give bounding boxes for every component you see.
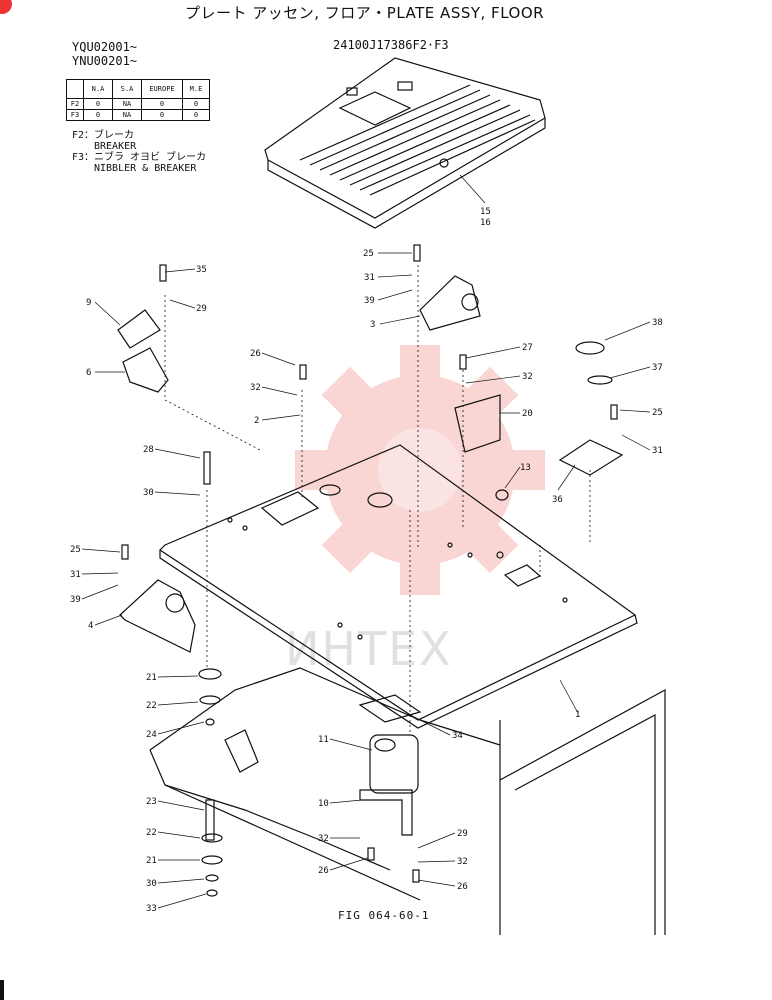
callout-label: 30 xyxy=(143,488,154,498)
callout-label: 11 xyxy=(318,735,329,745)
callout-label: 6 xyxy=(86,368,91,378)
assembly-lines xyxy=(164,265,591,735)
callout-label: 27 xyxy=(522,343,533,353)
callout-label: 24 xyxy=(146,730,157,740)
callout-label: 26 xyxy=(457,882,468,892)
callout-label: 26 xyxy=(250,349,261,359)
callout-label: 33 xyxy=(146,904,157,914)
callout-label: 31 xyxy=(364,273,375,283)
table-cell: NA xyxy=(112,109,142,121)
callout-label: 1 xyxy=(575,710,580,720)
callout-label: 16 xyxy=(480,218,491,228)
diagram-title: プレート アッセン, フロア・PLATE ASSY, FLOOR xyxy=(185,4,545,22)
callout-labels: 15 16 25 31 39 3 35 29 9 6 26 32 2 27 32… xyxy=(70,207,663,914)
note-f3-text: NIBBLER & BREAKER xyxy=(94,163,197,174)
callout-label: 35 xyxy=(196,265,207,275)
callout-label: 26 xyxy=(318,866,329,876)
edge-marker xyxy=(0,980,4,1000)
callout-label: 9 xyxy=(86,298,91,308)
watermark-text: ИНТЕХ xyxy=(285,622,453,676)
callout-label: 22 xyxy=(146,701,157,711)
callout-label: 2 xyxy=(254,416,259,426)
cab-frame xyxy=(149,667,666,935)
callout-label: 25 xyxy=(363,249,374,259)
pedal-cover xyxy=(117,309,169,393)
callout-label: 36 xyxy=(552,495,563,505)
table-row: F3 0 NA 0 0 xyxy=(66,109,210,121)
breaker-pedal xyxy=(359,734,419,836)
bracket-20 xyxy=(454,394,501,453)
callout-label: 15 xyxy=(480,207,491,217)
callout-label: 4 xyxy=(88,621,93,631)
figure-label: FIG 064-60-1 xyxy=(338,909,430,922)
corner-marker xyxy=(0,0,12,14)
note-f2-code: F2：ブレーカ xyxy=(72,130,135,141)
callout-label: 31 xyxy=(652,446,663,456)
callout-label: 37 xyxy=(652,363,663,373)
floor-plate xyxy=(159,444,638,729)
callout-label: 28 xyxy=(143,445,154,455)
callout-label: 22 xyxy=(146,828,157,838)
callout-label: 20 xyxy=(522,409,533,419)
callout-label: 29 xyxy=(457,829,468,839)
serial-range-2: YNU00201~ xyxy=(72,54,138,68)
callout-label: 10 xyxy=(318,799,329,809)
callout-label: 25 xyxy=(652,408,663,418)
note-f3-code: F3：ニブラ オヨビ ブレーカ xyxy=(72,152,207,163)
callout-label: 32 xyxy=(457,857,468,867)
cover-4 xyxy=(119,579,196,653)
plate-36 xyxy=(558,341,624,476)
callout-label: 3 xyxy=(370,320,375,330)
callout-label: 38 xyxy=(652,318,663,328)
callout-label: 34 xyxy=(452,731,463,741)
leader-lines xyxy=(81,174,651,909)
callout-label: 31 xyxy=(70,570,81,580)
callout-label: 39 xyxy=(70,595,81,605)
table-cell: 0 xyxy=(182,109,210,121)
availability-table: N.A S.A EUROPE M.E F2 0 NA 0 0 F3 0 NA 0… xyxy=(66,79,210,121)
callout-label: 32 xyxy=(522,372,533,382)
mounting-hardware xyxy=(121,244,618,897)
callout-label: 21 xyxy=(146,673,157,683)
callout-label: 21 xyxy=(146,856,157,866)
note-f2-text: BREAKER xyxy=(94,141,137,152)
callout-label: 25 xyxy=(70,545,81,555)
callout-label: 32 xyxy=(318,834,329,844)
top-cover-plate xyxy=(264,57,546,229)
assembly-number: 24100J17386F2·F3 xyxy=(333,38,449,52)
cover-3 xyxy=(419,275,481,331)
callout-label: 30 xyxy=(146,879,157,889)
table-row: F2 0 NA 0 0 xyxy=(66,98,210,110)
serial-range-1: YQU02001~ xyxy=(72,40,138,54)
callout-label: 32 xyxy=(250,383,261,393)
callout-label: 39 xyxy=(364,296,375,306)
callout-label: 13 xyxy=(520,463,531,473)
callout-label: 29 xyxy=(196,304,207,314)
callout-label: 23 xyxy=(146,797,157,807)
